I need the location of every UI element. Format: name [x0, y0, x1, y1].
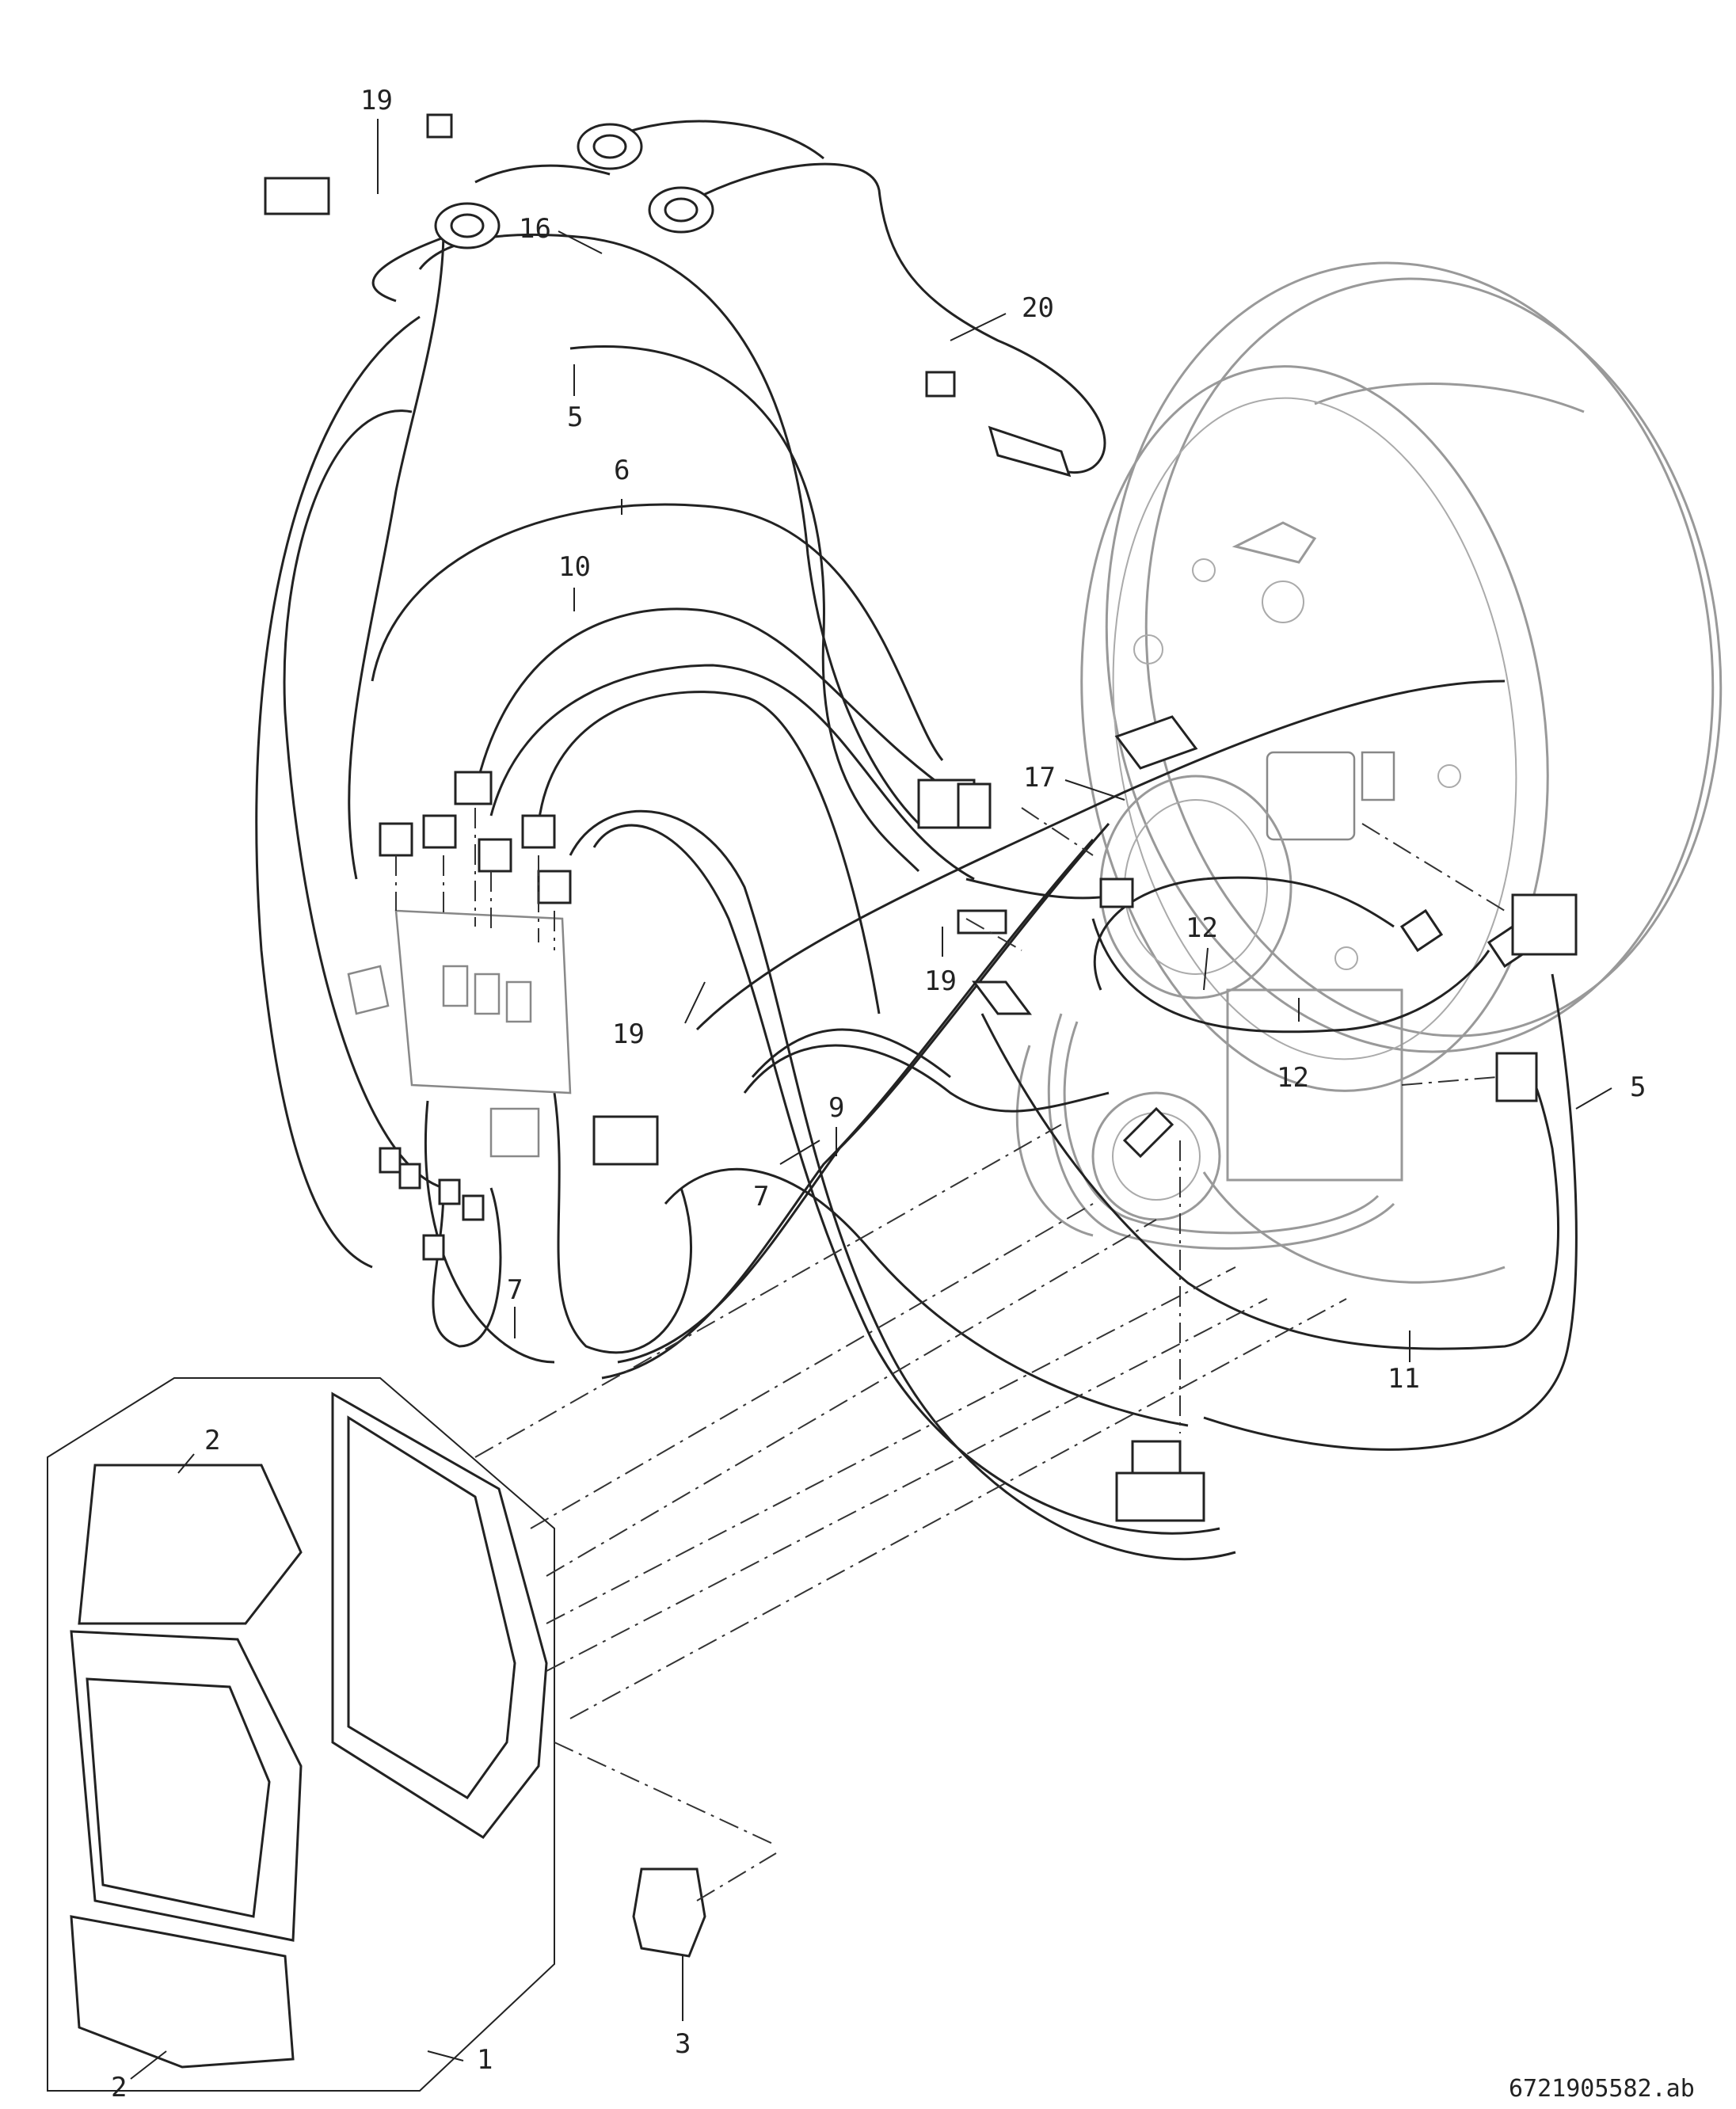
leader-lines: [130, 119, 1612, 2080]
callout-19-mid: 19: [924, 965, 957, 997]
heat-exchanger-assembly: [1015, 261, 1723, 1284]
callout-6: 6: [614, 455, 630, 486]
wiring-harness: [255, 120, 1578, 1561]
callout-labels: 19 16 20 5 6 10 17 12 12 19 19 9 7 7 5 1…: [111, 85, 1646, 2103]
callout-19-top: 19: [360, 85, 393, 116]
callout-5-right: 5: [1630, 1072, 1646, 1103]
callout-16: 16: [519, 213, 551, 245]
callout-5-top: 5: [567, 402, 583, 433]
callout-12-upper: 12: [1186, 912, 1218, 944]
cable-grommets: [434, 123, 714, 249]
drawing-id: 6721905582.ab: [1509, 2075, 1695, 2103]
callout-9: 9: [828, 1092, 844, 1124]
callout-12-lower: 12: [1277, 1062, 1309, 1094]
callout-10: 10: [558, 551, 591, 583]
control-pcb: [347, 909, 572, 1158]
callout-11: 11: [1388, 1363, 1420, 1395]
callout-7-right: 7: [753, 1181, 769, 1212]
callout-17: 17: [1023, 762, 1056, 794]
assembly-lines: [395, 807, 1506, 1902]
harness-connectors: [264, 113, 1578, 1522]
callout-2-top: 2: [204, 1425, 220, 1456]
callout-2-bottom: 2: [111, 2072, 127, 2103]
callout-19-left: 19: [612, 1018, 645, 1050]
callout-20: 20: [1022, 292, 1054, 324]
callout-7-left: 7: [507, 1274, 523, 1306]
control-unit-housing: [47, 1377, 706, 2092]
callout-3: 3: [675, 2028, 691, 2060]
callout-1: 1: [477, 2044, 493, 2076]
